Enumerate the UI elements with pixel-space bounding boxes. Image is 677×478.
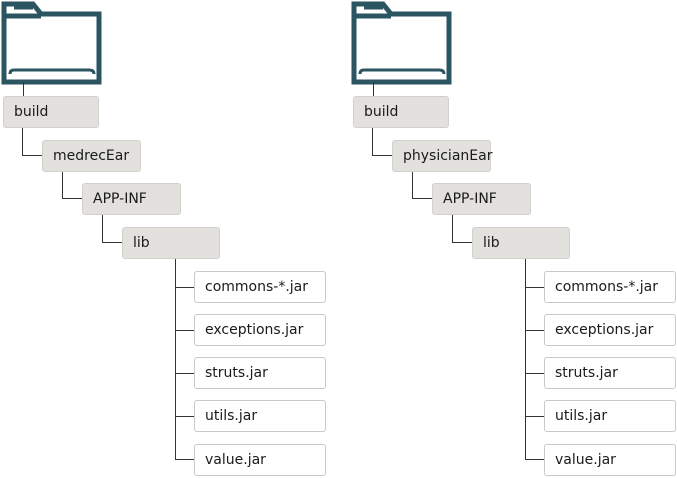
file-utils-jar[interactable]: utils.jar [544,400,676,432]
folder-app-inf[interactable]: APP-INF [432,183,531,215]
folder-medrecear[interactable]: medrecEar [42,140,141,172]
tree-connectors [22,82,194,460]
folder-build[interactable]: build [3,96,99,128]
file-commons-jar[interactable]: commons-*.jar [544,271,676,303]
folder-icon [1,1,102,85]
folder-app-inf[interactable]: APP-INF [82,183,181,215]
folder-icon [351,1,452,85]
file-commons-jar[interactable]: commons-*.jar [194,271,326,303]
file-value-jar[interactable]: value.jar [194,444,326,476]
file-struts-jar[interactable]: struts.jar [194,357,326,389]
folder-physicianear[interactable]: physicianEar [392,140,492,172]
file-struts-jar[interactable]: struts.jar [544,357,676,389]
file-value-jar[interactable]: value.jar [544,444,676,476]
folder-lib[interactable]: lib [122,227,220,259]
file-exceptions-jar[interactable]: exceptions.jar [544,314,676,346]
directory-tree-medrec: build medrecEar APP-INF lib commons-*.ja… [1,1,326,476]
tree-connectors [372,82,544,460]
directory-tree-physician: build physicianEar APP-INF lib commons-*… [350,0,677,478]
folder-build[interactable]: build [353,96,449,128]
file-utils-jar[interactable]: utils.jar [194,400,326,432]
folder-lib[interactable]: lib [472,227,570,259]
file-exceptions-jar[interactable]: exceptions.jar [194,314,326,346]
